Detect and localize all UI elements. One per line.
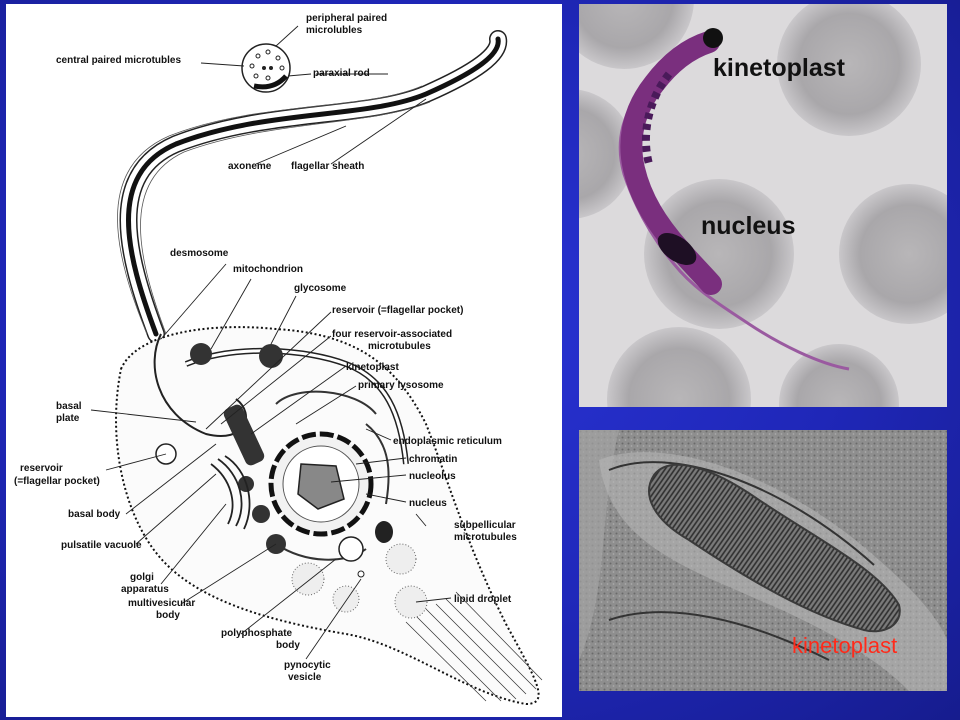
label-lipid-droplet: lipid droplet: [454, 594, 512, 605]
trypanosome-diagram: peripheral paired microlubles central pa…: [14, 13, 543, 706]
label-basal-plate: basal: [56, 401, 82, 412]
label-flagellar-sheath: flagellar sheath: [291, 161, 364, 172]
label-subpellicular: subpellicular: [454, 520, 516, 531]
label-primary-lysosome: primary lysosome: [358, 380, 444, 391]
label-reservoir-top: reservoir (=flagellar pocket): [332, 305, 463, 316]
label-paraxial-rod: paraxial rod: [313, 68, 370, 79]
blood-smear-image: kinetoplast nucleus: [579, 4, 947, 407]
em-kinetoplast-label: kinetoplast: [792, 633, 897, 658]
label-axoneme: axoneme: [228, 161, 272, 172]
label-reservoir-left-2: (=flagellar pocket): [14, 476, 100, 487]
label-multivesicular-2: body: [156, 610, 180, 621]
label-four-reservoir-2: microtubules: [368, 341, 431, 352]
diagram-labels: peripheral paired microlubles central pa…: [14, 13, 517, 683]
label-nucleolus: nucleolus: [409, 471, 456, 482]
label-golgi: golgi: [130, 572, 154, 583]
label-nucleus: nucleus: [409, 498, 447, 509]
label-endoplasmic-reticulum: endoplasmic reticulum: [393, 436, 502, 447]
cell-body: [115, 326, 543, 706]
red-blood-cells: [579, 4, 947, 407]
label-desmosome: desmosome: [170, 248, 229, 259]
label-pynocytic-2: vesicle: [288, 672, 322, 683]
label-pynocytic: pynocytic: [284, 660, 331, 671]
label-glycosome: glycosome: [294, 283, 347, 294]
label-golgi-2: apparatus: [121, 584, 169, 595]
trypanosome: [618, 28, 850, 371]
flagellum: [117, 30, 508, 343]
label-chromatin: chromatin: [409, 454, 457, 465]
label-four-reservoir: four reservoir-associated: [332, 329, 452, 340]
electron-micrograph-image: kinetoplast: [579, 430, 947, 691]
flagellum-cross-section: [241, 43, 291, 93]
label-subpellicular-2: microtubules: [454, 532, 517, 543]
kinetoplast-structure: [648, 463, 901, 633]
label-central-paired: central paired microtubles: [56, 55, 181, 66]
trypanosome-diagram-panel: peripheral paired microlubles central pa…: [6, 4, 562, 717]
label-kinetoplast: kinetoplast: [346, 362, 399, 373]
label-pulsatile-vacuole: pulsatile vacuole: [61, 540, 142, 551]
label-basal-body: basal body: [68, 509, 121, 520]
label-polyphosphate: polyphosphate: [221, 628, 293, 639]
label-peripheral-paired-2: microlubles: [306, 25, 363, 36]
label-basal-plate-2: plate: [56, 413, 80, 424]
label-mitochondrion: mitochondrion: [233, 264, 303, 275]
blood-smear-micrograph: kinetoplast nucleus: [579, 4, 947, 407]
label-peripheral-paired: peripheral paired: [306, 13, 387, 24]
nucleus-label: nucleus: [701, 212, 795, 240]
label-multivesicular: multivesicular: [128, 598, 195, 609]
electron-micrograph: kinetoplast: [579, 430, 947, 691]
leader-lines: [90, 25, 452, 660]
kinetoplast-label: kinetoplast: [713, 54, 846, 82]
label-polyphosphate-2: body: [276, 640, 300, 651]
label-reservoir-left: reservoir: [20, 463, 63, 474]
